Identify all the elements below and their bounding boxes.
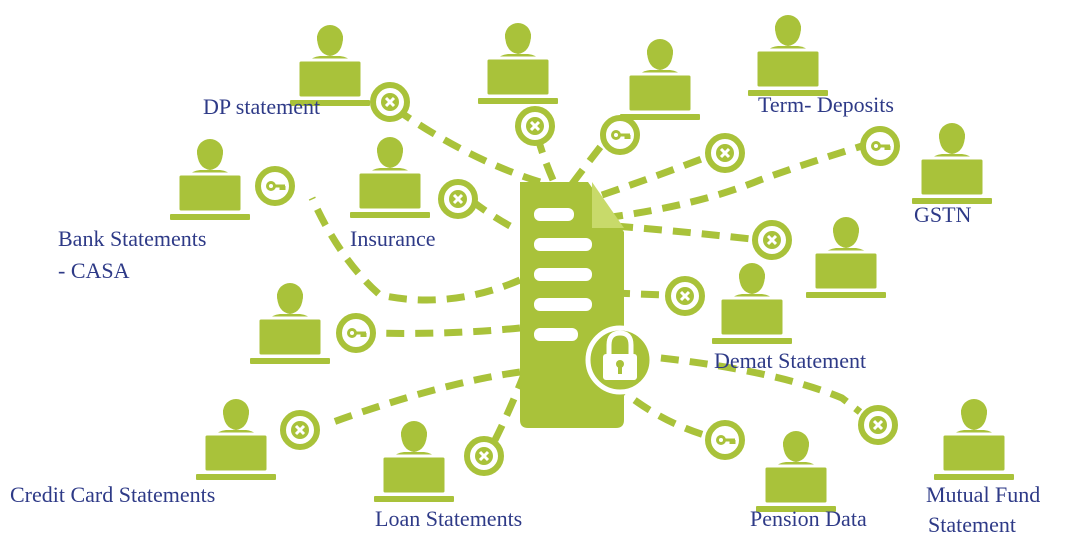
- label-bank-statements-casa: - CASA: [58, 258, 130, 283]
- connector-top-person: [531, 125, 557, 182]
- connector-term-deposits: [604, 142, 864, 222]
- person-term-deposits: [746, 13, 830, 98]
- label-bank-statements: Bank Statements: [58, 226, 206, 251]
- connector-dp-statement: [398, 109, 542, 186]
- label-demat-statement: Demat Statement: [714, 348, 866, 373]
- x-mark-icon: [464, 436, 504, 476]
- person-top: [476, 21, 560, 106]
- connector-bank-statements: [308, 196, 522, 304]
- person-gstn: [910, 121, 994, 206]
- x-mark-icon: [858, 405, 898, 445]
- person-insurance: [348, 135, 432, 220]
- person-pension: [754, 429, 838, 514]
- padlock-icon: [585, 325, 655, 395]
- key-icon: [600, 115, 640, 155]
- x-mark-icon: [370, 82, 410, 122]
- x-mark-icon: [438, 179, 478, 219]
- labels: DP statement Term- Deposits GSTN Insuran…: [10, 92, 1040, 537]
- connector-lines: [308, 109, 864, 444]
- x-mark-icon: [280, 410, 320, 450]
- connector-center-left: [371, 324, 521, 337]
- label-gstn: GSTN: [914, 202, 972, 227]
- person-top-right: [618, 37, 702, 122]
- person-credit-card: [194, 397, 278, 482]
- label-term-deposits: Term- Deposits: [758, 92, 894, 117]
- label-insurance: Insurance: [350, 226, 436, 251]
- person-mid-right: [804, 215, 888, 300]
- key-icon: [336, 313, 376, 353]
- person-demat: [710, 261, 794, 346]
- x-mark-icon: [665, 276, 705, 316]
- connector-mutual-fund: [631, 351, 863, 415]
- person-center-left: [248, 281, 332, 366]
- connector-x-upper-right: [600, 151, 714, 199]
- x-mark-icon: [752, 220, 792, 260]
- label-dp-statement: DP statement: [203, 94, 320, 119]
- label-credit-card-statements: Credit Card Statements: [10, 482, 215, 507]
- connector-credit-card: [323, 368, 521, 429]
- person-loan: [372, 419, 456, 504]
- person-mutual-fund: [932, 397, 1016, 482]
- label-mutual-fund: Mutual Fund: [926, 482, 1040, 507]
- connector-mid-right: [614, 222, 761, 244]
- key-icon: [860, 126, 900, 166]
- key-icon: [255, 166, 295, 206]
- label-mutual-fund-statement: Statement: [928, 512, 1016, 537]
- x-mark-icon: [515, 106, 555, 146]
- x-mark-icon: [705, 133, 745, 173]
- person-bank-statements: [168, 137, 252, 222]
- key-icon: [705, 420, 745, 460]
- label-loan-statements: Loan Statements: [375, 506, 522, 531]
- label-pension-data: Pension Data: [750, 506, 867, 531]
